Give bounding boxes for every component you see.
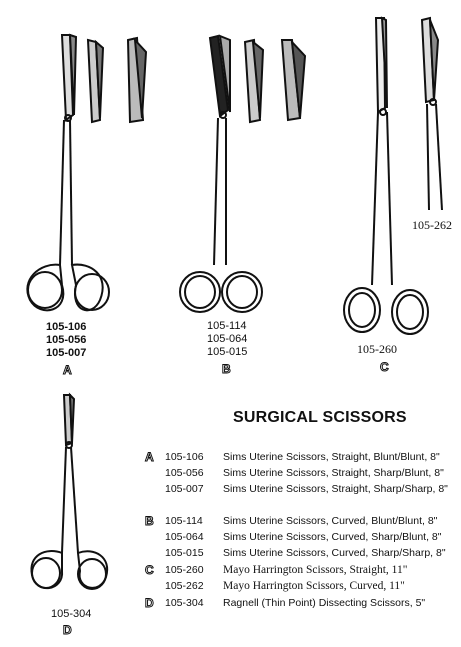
catalog-letter: C [145, 563, 155, 578]
catalog-code: 105-056 [165, 467, 204, 479]
catalog-letter: B [145, 514, 155, 529]
figure-b-code: 105-064 [207, 333, 248, 345]
figure-c: 105-262 105-260 C [330, 0, 461, 380]
catalog-code: 105-007 [165, 483, 204, 495]
figure-b-code: 105-114 [207, 320, 247, 332]
catalog-letter: A [145, 450, 155, 465]
catalog-code: 105-262 [165, 580, 204, 592]
scissors-d-illustration [30, 392, 109, 590]
catalog-code: 105-260 [165, 564, 204, 576]
figure-b-code: 105-015 [207, 346, 248, 358]
scissors-c-illustration [343, 16, 443, 335]
figure-a-code: 105-106 [46, 321, 87, 333]
catalog-description: Ragnell (Thin Point) Dissecting Scissors… [223, 597, 426, 609]
page-title: SURGICAL SCISSORS [233, 409, 407, 426]
figure-d: 105-304 D [0, 385, 130, 647]
figure-b-codes: 105-114 105-064 105-015 [207, 320, 247, 359]
detail-code-label: 105-262 [412, 218, 452, 232]
figure-a-code: 105-056 [46, 334, 87, 346]
catalog-code: 105-106 [165, 451, 204, 463]
catalog-code: 105-114 [165, 515, 203, 527]
scissors-b-illustration [179, 34, 307, 313]
catalog-description: Sims Uterine Scissors, Straight, Sharp/B… [223, 467, 444, 479]
figure-a-code: 105-007 [46, 347, 87, 359]
catalog-description: Mayo Harrington Scissors, Straight, 11" [223, 564, 408, 576]
catalog-description: Sims Uterine Scissors, Straight, Sharp/S… [223, 483, 448, 495]
catalog-description: Sims Uterine Scissors, Curved, Blunt/Blu… [223, 515, 438, 527]
catalog-description: Mayo Harrington Scissors, Curved, 11" [223, 580, 405, 592]
figure-d-letter: D [63, 623, 73, 638]
catalog-description: Sims Uterine Scissors, Curved, Sharp/Sha… [223, 547, 446, 559]
catalog-letter: D [145, 596, 155, 611]
catalog-code: 105-015 [165, 547, 204, 559]
figure-d-code: 105-304 [51, 608, 92, 620]
figure-c-letter: C [380, 360, 390, 375]
figure-b-letter: B [222, 362, 232, 377]
figure-c-code: 105-260 [357, 342, 397, 356]
figure-d-codes: 105-304 [51, 608, 91, 621]
catalog-code: 105-064 [165, 531, 204, 543]
figure-c-codes: 105-260 [357, 343, 397, 356]
figure-a-codes: 105-106 105-056 105-007 [46, 321, 86, 360]
figure-b: 105-114 105-064 105-015 B [160, 0, 310, 380]
catalog-description: Sims Uterine Scissors, Straight, Blunt/B… [223, 451, 440, 463]
figure-a-letter: A [63, 363, 73, 378]
scissors-a-illustration [26, 33, 148, 312]
catalog-description: Sims Uterine Scissors, Curved, Sharp/Blu… [223, 531, 442, 543]
catalog-code: 105-304 [165, 597, 204, 609]
figure-a: 105-106 105-056 105-007 A [0, 0, 160, 380]
